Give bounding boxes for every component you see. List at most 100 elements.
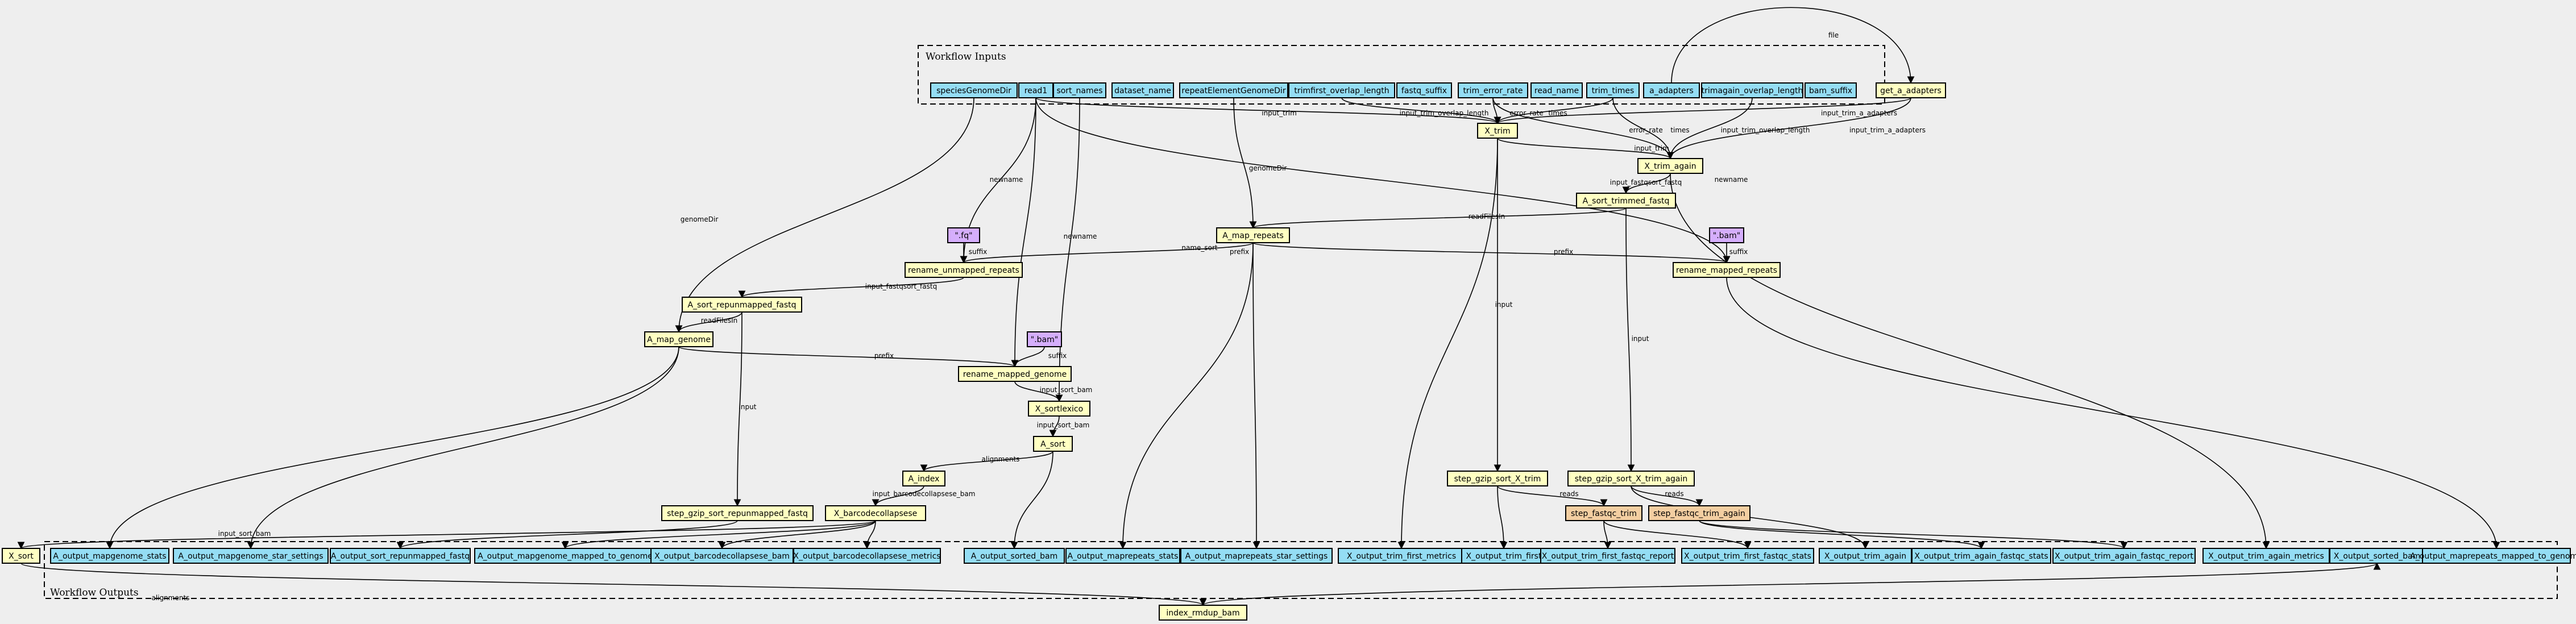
node-label: X_output_trim_again_fastqc_stats [1914, 552, 2048, 561]
node-lit-bam1[interactable]: ".bam" [1709, 227, 1744, 243]
node-o-maprepeats-stats[interactable]: A_output_maprepeats_stats [1065, 548, 1180, 564]
node-box [1447, 471, 1548, 486]
node-o-sorted-bam-x[interactable]: X_output_sorted_bam [2329, 548, 2425, 564]
edge-label: prefix [1554, 248, 1573, 256]
node-box [1477, 123, 1518, 139]
node-step-fastqc-trim[interactable]: step_fastqc_trim [1565, 505, 1642, 521]
edge-X-trim-to-o-trim-first-metrics [1397, 138, 1498, 550]
node-step-gzip-sort-repunmapped-fastq[interactable]: step_gzip_sort_repunmapped_fastq [661, 505, 814, 521]
edge-A-map-genome-to-rename-mapped-genome [678, 346, 1019, 368]
node-index-rmdup-bam[interactable]: index_rmdup_bam [1159, 605, 1247, 621]
node-box [1701, 82, 1803, 98]
node-o-trim-again-fastqc-stats[interactable]: X_output_trim_again_fastqc_stats [1911, 548, 2051, 564]
node-o-maprepeats-star[interactable]: A_output_maprepeats_star_settings [1180, 548, 1333, 564]
node-o-trim-first[interactable]: X_output_trim_first [1461, 548, 1546, 564]
edge-label: input_fastqsort_fastq [865, 282, 937, 290]
node-label: trimagain_overlap_length [1702, 86, 1803, 95]
node-X-trim-again[interactable]: X_trim_again [1637, 158, 1703, 174]
node-box [1637, 158, 1703, 174]
node-label: A_output_sorted_bam [971, 552, 1057, 561]
node-label: read_name [1534, 86, 1579, 95]
node-rename-mapped-repeats[interactable]: rename_mapped_repeats [1673, 262, 1781, 278]
node-label: rename_unmapped_repeats [908, 266, 1019, 275]
node-o-trim-first-fastqc-report[interactable]: X_output_trim_first_fastqc_report [1540, 548, 1675, 564]
edge-trim-error-rate-to-X-trim-again [1492, 97, 1674, 160]
edge-read1-to-X-trim [1035, 97, 1501, 124]
node-step-gzip-sort-X-trim-again[interactable]: step_gzip_sort_X_trim_again [1567, 471, 1695, 486]
node-o-maprepeats-mapped[interactable]: A_output_maprepeats_mapped_to_genome [2410, 548, 2576, 564]
node-dataset-name[interactable]: dataset_name [1111, 82, 1174, 98]
node-A-map-repeats[interactable]: A_map_repeats [1216, 227, 1290, 243]
node-o-sort-repunmapped[interactable]: A_output_sort_repunmapped_fastq [330, 548, 471, 564]
node-X-sortlexico[interactable]: X_sortlexico [1028, 401, 1090, 417]
node-o-trim-again[interactable]: X_output_trim_again [1819, 548, 1912, 564]
node-trim-error-rate[interactable]: trim_error_rate [1458, 82, 1528, 98]
node-o-sorted-bam-a[interactable]: A_output_sorted_bam [964, 548, 1065, 564]
node-A-map-genome[interactable]: A_map_genome [644, 331, 714, 347]
node-o-barcode-bam[interactable]: X_output_barcodecollapsese_bam [650, 548, 794, 564]
node-bam-suffix[interactable]: bam_suffix [1805, 82, 1857, 98]
node-o-mapgenome-stats[interactable]: A_output_mapgenome_stats [50, 548, 169, 564]
node-A-sort[interactable]: A_sort [1033, 436, 1073, 452]
node-X-trim[interactable]: X_trim [1477, 123, 1518, 139]
node-X-barcodecollapsese[interactable]: X_barcodecollapsese [825, 505, 926, 521]
node-step-fastqc-trim-again[interactable]: step_fastqc_trim_again [1648, 505, 1750, 521]
edge-label: genomeDir [681, 215, 719, 223]
node-o-barcode-metrics[interactable]: X_output_barcodecollapsese_metrics [793, 548, 941, 564]
workflow-inputs-cluster [918, 45, 1885, 105]
edge-label: suffix [1048, 352, 1067, 360]
node-label: X_output_trim_first_fastqc_stats [1684, 552, 1811, 561]
node-label: step_gzip_sort_X_trim_again [1575, 475, 1688, 484]
node-label: X_output_sorted_bam [2334, 552, 2420, 561]
node-lit-bam2[interactable]: ".bam" [1027, 331, 1062, 347]
node-o-mapgenome-mapped[interactable]: A_output_mapgenome_mapped_to_genome [474, 548, 656, 564]
node-trimfirst-overlap-length[interactable]: trimfirst_overlap_length [1288, 82, 1395, 98]
edge-label: input_sort_bam [218, 530, 271, 538]
node-rename-mapped-genome[interactable]: rename_mapped_genome [958, 366, 1072, 382]
edge-get-a-adapters-to-X-trim-again [1666, 97, 1911, 160]
node-rename-unmapped-repeats[interactable]: rename_unmapped_repeats [905, 262, 1023, 278]
node-label: trim_times [1592, 86, 1635, 95]
node-box [1565, 505, 1642, 521]
node-box [1180, 548, 1333, 564]
node-A-index[interactable]: A_index [902, 471, 945, 486]
node-trimagain-overlap-length[interactable]: trimagain_overlap_length [1701, 82, 1803, 98]
node-read1[interactable]: read1 [1018, 82, 1053, 98]
node-speciesGenomeDir[interactable]: speciesGenomeDir [930, 82, 1018, 98]
node-fastq-suffix[interactable]: fastq_suffix [1396, 82, 1452, 98]
node-lit-fq[interactable]: ".fq" [947, 227, 980, 243]
node-sort-names[interactable]: sort_names [1053, 82, 1106, 98]
node-box [1576, 193, 1676, 209]
node-a-adapters[interactable]: a_adapters [1643, 82, 1700, 98]
node-read-name[interactable]: read_name [1530, 82, 1583, 98]
node-label: X_output_trim_first_fastqc_report [1542, 552, 1674, 561]
node-box [661, 505, 814, 521]
node-o-mapgenome-star[interactable]: A_output_mapgenome_star_settings [173, 548, 329, 564]
node-X-sort[interactable]: X_sort [2, 548, 40, 564]
edge-A-map-repeats-to-rename-mapped-repeats [1252, 242, 1730, 264]
node-label: X_output_barcodecollapsese_metrics [793, 552, 940, 561]
node-box [958, 366, 1072, 382]
node-o-trim-again-metrics[interactable]: X_output_trim_again_metrics [2202, 548, 2330, 564]
edge-A-map-repeats-to-o-maprepeats-star [1252, 242, 1260, 550]
node-label: repeatElementGenomeDir [1181, 86, 1285, 95]
edge-label: input_trim_a_adapters [1821, 109, 1897, 117]
node-label: step_fastqc_trim [1571, 509, 1637, 518]
edge-label: readFilesIn [701, 317, 738, 325]
node-trim-times[interactable]: trim_times [1586, 82, 1640, 98]
node-o-trim-again-fastqc-report[interactable]: X_output_trim_again_fastqc_report [2052, 548, 2196, 564]
node-o-trim-first-metrics[interactable]: X_output_trim_first_metrics [1338, 548, 1465, 564]
node-box [50, 548, 169, 564]
node-label: trimfirst_overlap_length [1294, 86, 1389, 95]
node-repeatElementGenomeDir[interactable]: repeatElementGenomeDir [1179, 82, 1288, 98]
node-step-gzip-sort-X-trim[interactable]: step_gzip_sort_X_trim [1447, 471, 1548, 486]
node-A-sort-trimmed-fastq[interactable]: A_sort_trimmed_fastq [1576, 193, 1676, 209]
node-box [1567, 471, 1695, 486]
node-A-sort-repunmapped-fastq[interactable]: A_sort_repunmapped_fastq [682, 297, 802, 313]
node-o-trim-first-fastqc-stats[interactable]: X_output_trim_first_fastqc_stats [1681, 548, 1814, 564]
edge-step-fastqc-trim-to-o-trim-first-fastqc-report [1603, 520, 1612, 550]
node-get-a-adapters[interactable]: get_a_adapters [1876, 82, 1946, 98]
node-label: A_sort [1040, 440, 1065, 449]
edge-label: suffix [969, 248, 988, 256]
